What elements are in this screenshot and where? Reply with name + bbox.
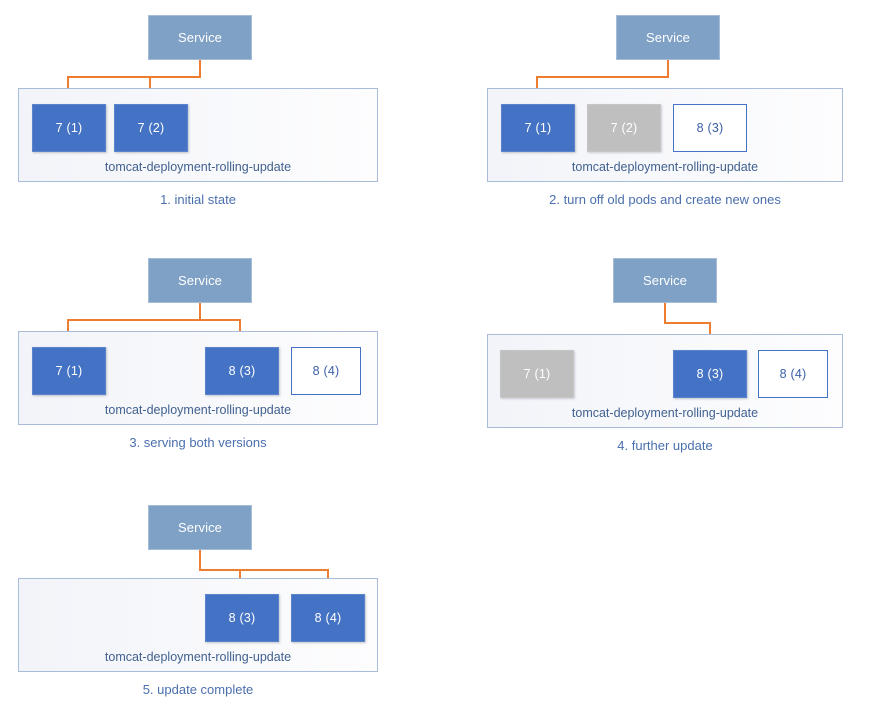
deployment-name-label: tomcat-deployment-rolling-update [104,160,292,174]
pod-box[interactable]: 7 (1) [32,347,106,395]
pod-box[interactable]: 7 (1) [501,104,575,152]
pod-label: 8 (4) [314,611,342,625]
pod-label: 7 (2) [137,121,165,135]
pod-label: 7 (1) [523,367,551,381]
panel-caption: 3. serving both versions [129,435,267,450]
deployment-name-label: tomcat-deployment-rolling-update [571,406,759,420]
service-label: Service [177,30,223,45]
pod-box[interactable]: 8 (4) [291,347,361,395]
service-label: Service [177,520,223,535]
pod-box[interactable]: 7 (1) [32,104,106,152]
panel-caption: 5. update complete [142,682,254,697]
pod-label: 7 (2) [610,121,638,135]
service-box[interactable]: Service [148,258,252,303]
deployment-name-label: tomcat-deployment-rolling-update [571,160,759,174]
pod-box[interactable]: 8 (3) [205,594,279,642]
service-box[interactable]: Service [616,15,720,60]
pod-box[interactable]: 8 (3) [673,104,747,152]
pod-label: 8 (3) [696,121,724,135]
service-box[interactable]: Service [148,505,252,550]
pod-label: 8 (3) [696,367,724,381]
pod-label: 8 (3) [228,364,256,378]
pod-label: 7 (1) [55,121,83,135]
pod-box[interactable]: 8 (4) [291,594,365,642]
pod-label: 7 (1) [55,364,83,378]
pod-box[interactable]: 7 (2) [587,104,661,152]
pod-label: 8 (4) [312,364,340,378]
deployment-name-label: tomcat-deployment-rolling-update [104,403,292,417]
pod-box[interactable]: 8 (3) [673,350,747,398]
pod-box[interactable]: 7 (2) [114,104,188,152]
pod-label: 8 (3) [228,611,256,625]
pod-box[interactable]: 8 (4) [758,350,828,398]
deployment-name-label: tomcat-deployment-rolling-update [104,650,292,664]
pod-box[interactable]: 8 (3) [205,347,279,395]
panel-caption: 4. further update [617,438,713,453]
panel-caption: 2. turn off old pods and create new ones [549,192,781,207]
service-label: Service [642,273,688,288]
pod-label: 7 (1) [524,121,552,135]
service-box[interactable]: Service [148,15,252,60]
service-label: Service [645,30,691,45]
pod-box[interactable]: 7 (1) [500,350,574,398]
service-label: Service [177,273,223,288]
service-box[interactable]: Service [613,258,717,303]
pod-label: 8 (4) [779,367,807,381]
panel-caption: 1. initial state [160,192,236,207]
